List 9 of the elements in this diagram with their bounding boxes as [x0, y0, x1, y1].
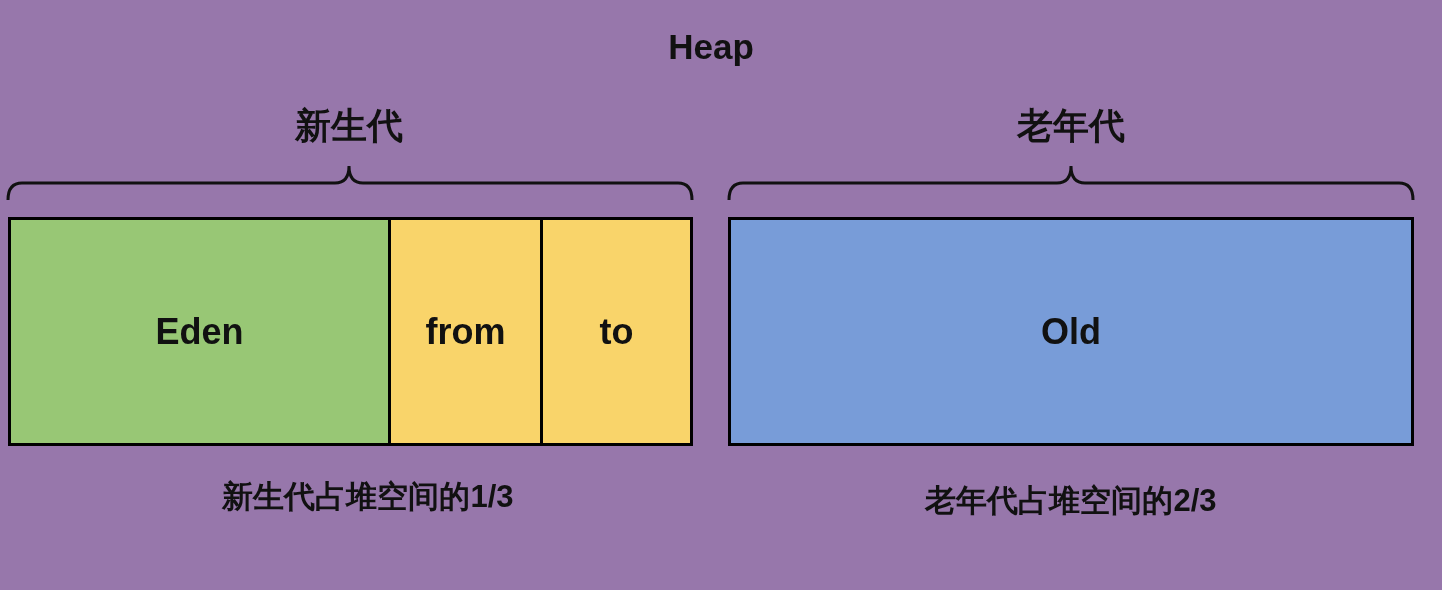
caption: 老年代占堆空间的2/3 [925, 483, 1217, 519]
region-box: from [388, 217, 543, 446]
caption: 新生代占堆空间的1/3 [222, 479, 514, 515]
heading: 老年代 [1017, 105, 1125, 147]
region-box: Old [728, 217, 1414, 446]
title: Heap [668, 26, 754, 68]
heading: 新生代 [295, 105, 403, 147]
region-box: to [540, 217, 693, 446]
region-box: Eden [8, 217, 391, 446]
